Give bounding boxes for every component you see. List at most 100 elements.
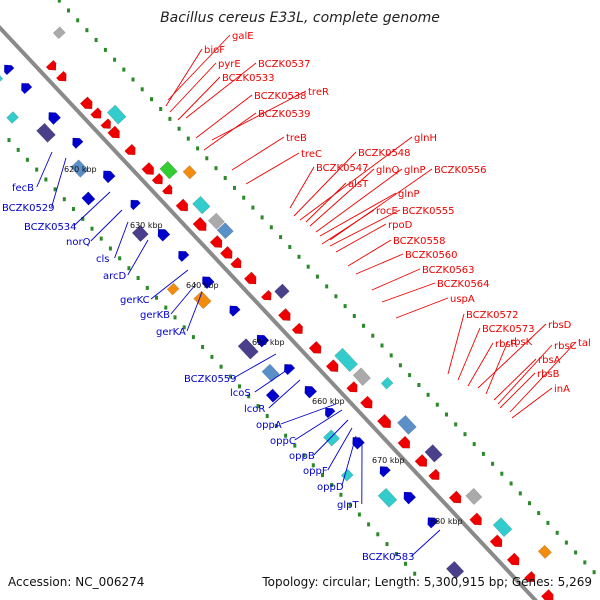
leader-line-reverse [186,291,203,332]
forward-gene-arrow [175,198,189,212]
forward-gene-arrow [219,245,233,259]
gene-label-reverse: norQ [66,237,91,248]
gc-dots-inner [25,157,29,162]
gene-label-reverse: glpT [337,500,359,511]
gene-label-reverse: cls [96,254,110,265]
gc-dots-inner [247,394,251,399]
leader-line-forward [371,268,421,291]
gene-label-forward: treC [301,149,322,160]
gene-label-forward: treB [286,133,307,144]
gc-dots-outer [177,126,181,131]
reverse-gene-arrow [178,250,190,263]
gene-label-reverse: lcoR [244,404,265,415]
gene-label-forward: BCZK0558 [393,236,446,247]
gene-label-reverse: oppD [317,482,344,493]
leader-line-forward [457,327,481,381]
leader-line-forward [381,282,436,303]
gc-dots-outer [398,363,402,368]
gc-dots-outer [472,442,476,447]
gc-dots-inner [16,147,20,152]
forward-cog-block [424,444,443,463]
gene-label-forward: BCZK0573 [482,324,535,335]
gc-dots-outer [76,18,80,23]
gc-dots-outer [371,333,375,338]
gene-label-forward: rbsC [554,341,577,352]
gene-label-reverse: lcoS [230,388,251,399]
gc-dots-outer [500,471,504,476]
reverse-cog-block [70,159,89,178]
reverse-cog-block [340,468,354,482]
gc-dots-outer [583,560,587,565]
leader-line-forward [211,90,307,141]
forward-gene-arrow [277,308,291,321]
forward-cog-block [182,165,197,180]
reverse-gene-arrow [304,385,318,399]
gc-dots-inner [173,315,177,320]
gene-label-forward: rpoD [388,220,413,231]
gc-dots-outer [269,225,273,230]
forward-gene-arrow [260,289,272,301]
gc-dots-outer [408,373,412,378]
gc-dots-inner [256,404,260,409]
gene-label-reverse: arcD [103,271,127,282]
gc-dots-outer [454,422,458,427]
forward-gene-arrow [359,395,373,409]
leader-line-forward [347,239,392,267]
reverse-gene-arrow [379,466,391,478]
gc-dots-outer [279,235,283,240]
leader-line-forward [395,297,449,319]
leader-line-reverse [170,283,197,315]
gc-dots-outer [67,8,70,13]
label-leader-lines [36,34,577,557]
gc-dots-inner [90,226,94,231]
reverse-cog-block [261,363,280,383]
gc-dots-outer [297,254,301,259]
leader-line-forward [167,34,231,101]
forward-gene-arrow [230,256,242,269]
forward-cog-block [334,347,359,373]
gc-dots-inner [99,236,103,241]
reverse-gene-arrow [157,228,171,242]
gene-label-forward: glnH [414,133,437,144]
leader-line-forward [185,62,257,119]
forward-gene-arrow [506,552,520,566]
gc-dots-outer [352,314,356,318]
forward-gene-arrow [448,490,462,504]
gene-label-forward: BCZK0548 [358,148,411,159]
leader-line-forward [321,209,375,245]
leader-line-forward [315,168,403,233]
gene-label-reverse: fecB [12,183,34,194]
forward-gene-arrow [376,413,392,429]
gene-label-forward: BCZK0538 [254,91,307,102]
gc-dots-inner [201,345,205,349]
reverse-cog-block [193,290,212,310]
gc-dots-outer [233,185,236,190]
gc-dots-outer [131,77,135,82]
gene-label-forward: BCZK0560 [405,250,458,261]
leader-line-forward [467,342,494,387]
leader-line-forward [293,151,357,217]
gene-label-reverse: gerKA [156,327,186,338]
gc-dots-inner [155,295,158,300]
reverse-gene-arrow [202,276,215,290]
leader-line-reverse [233,353,277,379]
gc-dots-outer [140,87,144,92]
gc-dots-outer [362,323,365,328]
genome-summary-label: Topology: circular; Length: 5,300,915 bp… [261,575,592,589]
leader-line-forward [165,48,203,107]
leader-line-forward [309,168,375,227]
gc-dots-outer [315,274,319,279]
leader-line-forward [329,168,433,241]
gc-dots-inner [311,463,315,468]
leader-line-forward [477,323,547,389]
leader-line-reverse [51,157,67,208]
gene-label-reverse: BCZK0559 [184,374,237,385]
forward-gene-arrow [209,235,223,248]
gc-dots-outer [196,146,200,151]
gc-dots-inner [284,433,288,438]
forward-cog-block [537,544,552,559]
gene-label-forward: glnP [404,165,426,176]
